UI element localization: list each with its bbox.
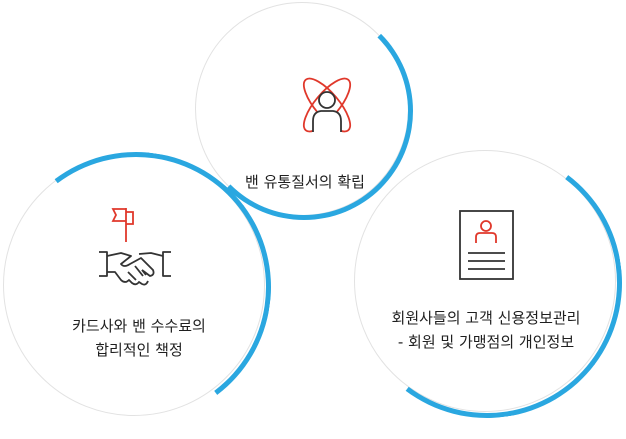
label-line: 회원사들의 고객 신용정보관리: [391, 309, 581, 327]
label-line: 카드사와 밴 수수료의: [72, 317, 206, 335]
label-line: - 회원 및 가맹점의 개인정보: [397, 333, 575, 351]
atom-person-icon: [288, 70, 366, 140]
label-fee-setting: 카드사와 밴 수수료의 합리적인 책정: [34, 314, 244, 362]
label-line: 밴 유통질서의 확립: [245, 173, 365, 191]
label-line: 합리적인 책정: [95, 341, 183, 359]
circle-accent-arc: [195, 2, 413, 220]
label-credit-management: 회원사들의 고객 신용정보관리 - 회원 및 가맹점의 개인정보: [370, 306, 602, 354]
label-order-establishment: 밴 유통질서의 확립: [200, 170, 410, 194]
handshake-flag-icon: [97, 204, 173, 292]
circle-credit-management: [354, 150, 616, 412]
profile-document-icon: [458, 209, 516, 281]
